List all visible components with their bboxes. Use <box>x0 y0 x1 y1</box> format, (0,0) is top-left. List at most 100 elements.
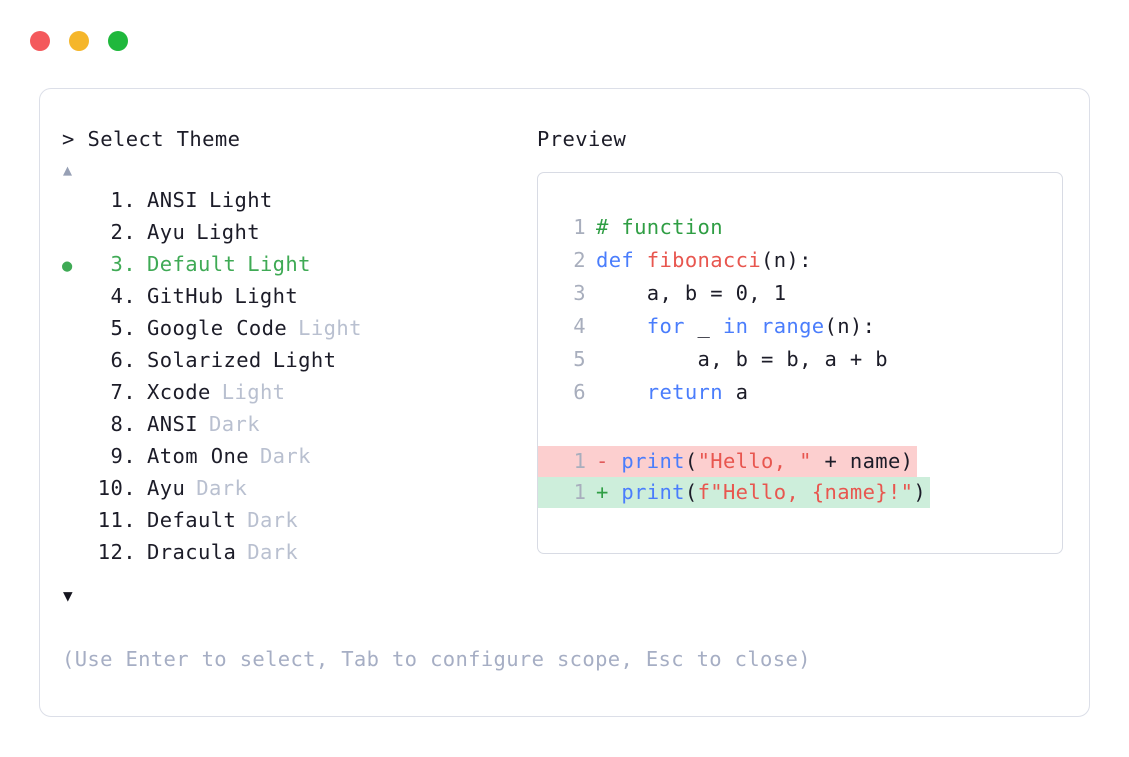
theme-list-item[interactable]: 7. Xcode Light <box>62 380 532 412</box>
keyboard-hint: (Use Enter to select, Tab to configure s… <box>62 647 811 671</box>
close-button[interactable] <box>30 31 50 51</box>
code-token: print <box>621 448 685 473</box>
diff-block: 1- print("Hello, " + name)1+ print(f"Hel… <box>538 445 1062 508</box>
theme-item-number: 1. <box>110 187 136 212</box>
preview-label: Preview <box>537 127 627 151</box>
line-number: 6 <box>573 379 586 404</box>
bullet-placeholder <box>62 386 94 403</box>
line-number: 1 <box>538 445 586 477</box>
code-line: 5 a, b = b, a + b <box>538 347 1062 380</box>
scroll-up-icon[interactable]: ▲ <box>63 160 73 179</box>
code-token <box>748 314 761 338</box>
code-line: 6 return a <box>538 380 1062 413</box>
theme-item-number: 2. <box>110 219 136 244</box>
bullet-placeholder <box>62 322 94 339</box>
theme-item-name: Default <box>147 507 237 532</box>
theme-item-name: Ayu <box>147 475 186 500</box>
theme-item-variant: Light <box>221 379 286 404</box>
theme-item-name: Default <box>147 251 237 276</box>
theme-list-item[interactable]: 9. Atom One Dark <box>62 444 532 476</box>
theme-item-number: 5. <box>110 315 136 340</box>
code-token: # function <box>596 214 723 239</box>
code-token: _ <box>684 313 723 338</box>
code-text: a, b = 0, 1 <box>586 281 786 305</box>
bullet-placeholder <box>62 226 94 243</box>
code-token: a, b = b, a + b <box>596 346 888 371</box>
theme-item-name: Solarized <box>147 347 262 372</box>
theme-item-name: Xcode <box>147 379 211 404</box>
theme-item-name: Atom One <box>147 443 249 468</box>
theme-item-number: 8. <box>110 411 136 436</box>
code-token <box>596 380 647 404</box>
window-controls <box>30 31 128 51</box>
code-token: in <box>722 313 749 338</box>
theme-item-number: 4. <box>110 283 136 308</box>
theme-item-variant: Dark <box>247 539 299 564</box>
bullet-placeholder <box>62 546 94 563</box>
code-token: for <box>646 313 685 338</box>
theme-item-variant: Light <box>298 315 362 340</box>
theme-item-variant: Light <box>272 347 337 372</box>
theme-item-name: GitHub <box>147 283 224 308</box>
code-token: ( <box>684 479 698 504</box>
theme-item-variant: Light <box>196 219 260 244</box>
line-number: 4 <box>573 313 586 338</box>
code-text: def fibonacci(n): <box>586 248 812 272</box>
theme-item-number: 9. <box>110 443 136 468</box>
theme-item-number: 3. <box>110 251 136 276</box>
code-token: def <box>596 247 647 272</box>
code-text: a, b = b, a + b <box>586 347 888 371</box>
code-token: a, b = 0, 1 <box>596 280 787 305</box>
code-line: 4 for _ in range(n): <box>538 314 1062 347</box>
code-token: "Hello, " <box>697 448 812 473</box>
theme-item-variant: Dark <box>247 507 299 532</box>
theme-item-variant: Light <box>247 251 311 276</box>
code-text: for _ in range(n): <box>586 314 875 338</box>
theme-item-variant: Dark <box>259 443 311 468</box>
code-token: + name) <box>811 448 914 473</box>
bullet-placeholder <box>62 514 94 531</box>
line-number: 5 <box>573 346 586 371</box>
diff-text: + print(f"Hello, {name}!") <box>586 476 931 508</box>
bullet-placeholder <box>62 450 94 467</box>
theme-list-item[interactable]: 5. Google Code Light <box>62 316 532 348</box>
maximize-button[interactable] <box>108 31 128 51</box>
theme-item-name: ANSI <box>147 411 198 436</box>
scroll-down-icon[interactable]: ▼ <box>63 585 73 605</box>
theme-item-number: 11. <box>97 507 136 532</box>
code-line: 3 a, b = 0, 1 <box>538 281 1062 314</box>
bullet-placeholder <box>62 354 94 371</box>
code-token: ( <box>684 448 698 473</box>
bullet-placeholder <box>62 482 94 499</box>
code-token: return <box>646 379 723 404</box>
line-number: 2 <box>573 247 586 272</box>
diff-text: - print("Hello, " + name) <box>586 445 918 477</box>
theme-list-item[interactable]: 11. Default Dark <box>62 508 532 540</box>
code-token: (n): <box>824 313 876 338</box>
code-token: range <box>761 313 825 338</box>
code-token: print <box>621 479 685 504</box>
diff-line-minus: 1- print("Hello, " + name) <box>538 445 1062 477</box>
theme-item-number: 7. <box>110 379 136 404</box>
diff-marker: + <box>596 479 609 504</box>
theme-item-variant: Light <box>208 187 273 212</box>
minimize-button[interactable] <box>69 31 89 51</box>
code-token: (n): <box>761 247 812 272</box>
theme-item-name: Google Code <box>147 315 288 340</box>
code-text: return a <box>586 380 748 404</box>
